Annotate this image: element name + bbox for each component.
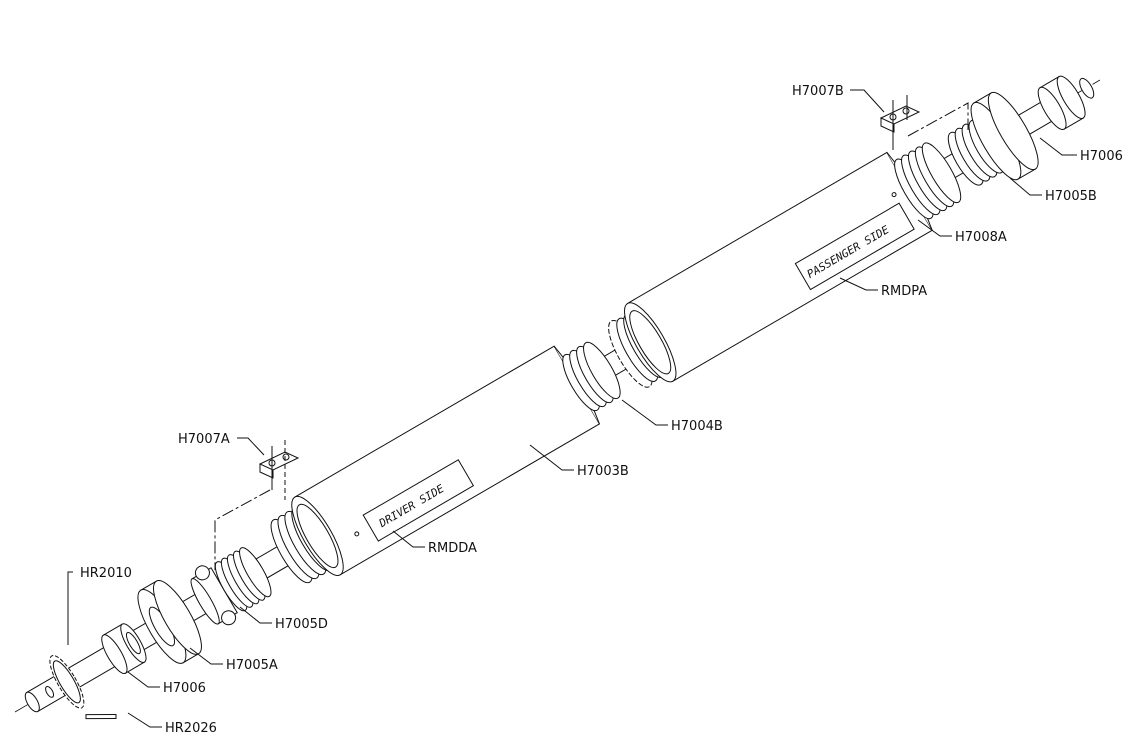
leader-lines	[67, 89, 1077, 728]
shaft-end	[24, 691, 40, 713]
callout-rmdpa: RMDPA	[881, 284, 927, 299]
bracket-h7007a	[214, 440, 300, 570]
sprocket	[45, 654, 85, 709]
callout-h7007a: H7007A	[178, 432, 230, 447]
shaft-assembly: DRIVER SIDE PASSENGER SIDE	[24, 75, 1095, 720]
driver-side-plate	[362, 459, 475, 542]
callout-h7006-bottom: H7006	[163, 681, 206, 696]
bracket-h7007b	[879, 95, 969, 150]
callout-hr2026: HR2026	[165, 721, 217, 736]
callout-h7006-top: H7006	[1080, 149, 1123, 164]
passenger-side-plate	[794, 202, 915, 291]
callout-h7005a: H7005A	[226, 658, 278, 673]
callout-h7007b: H7007B	[792, 84, 844, 99]
callout-rmdda: RMDDA	[428, 541, 477, 556]
callout-h7008a: H7008A	[955, 230, 1007, 245]
callout-h7005b: H7005B	[1045, 189, 1097, 204]
callout-hr2010: HR2010	[80, 566, 132, 581]
callout-h7003b: H7003B	[577, 464, 629, 479]
flange-h7005b	[947, 91, 1039, 186]
collar-upper	[1037, 75, 1095, 131]
pin	[85, 714, 117, 720]
callout-h7004b: H7004B	[671, 419, 723, 434]
collar-lower	[101, 623, 147, 674]
flange-ring-lower	[137, 580, 202, 664]
spring-h7008a	[894, 142, 962, 220]
callout-h7005d: H7005D	[275, 617, 328, 632]
passenger-tube	[624, 151, 933, 383]
u-joint	[190, 565, 238, 626]
spring-middle	[562, 341, 621, 412]
spring-h7005d	[214, 547, 272, 612]
